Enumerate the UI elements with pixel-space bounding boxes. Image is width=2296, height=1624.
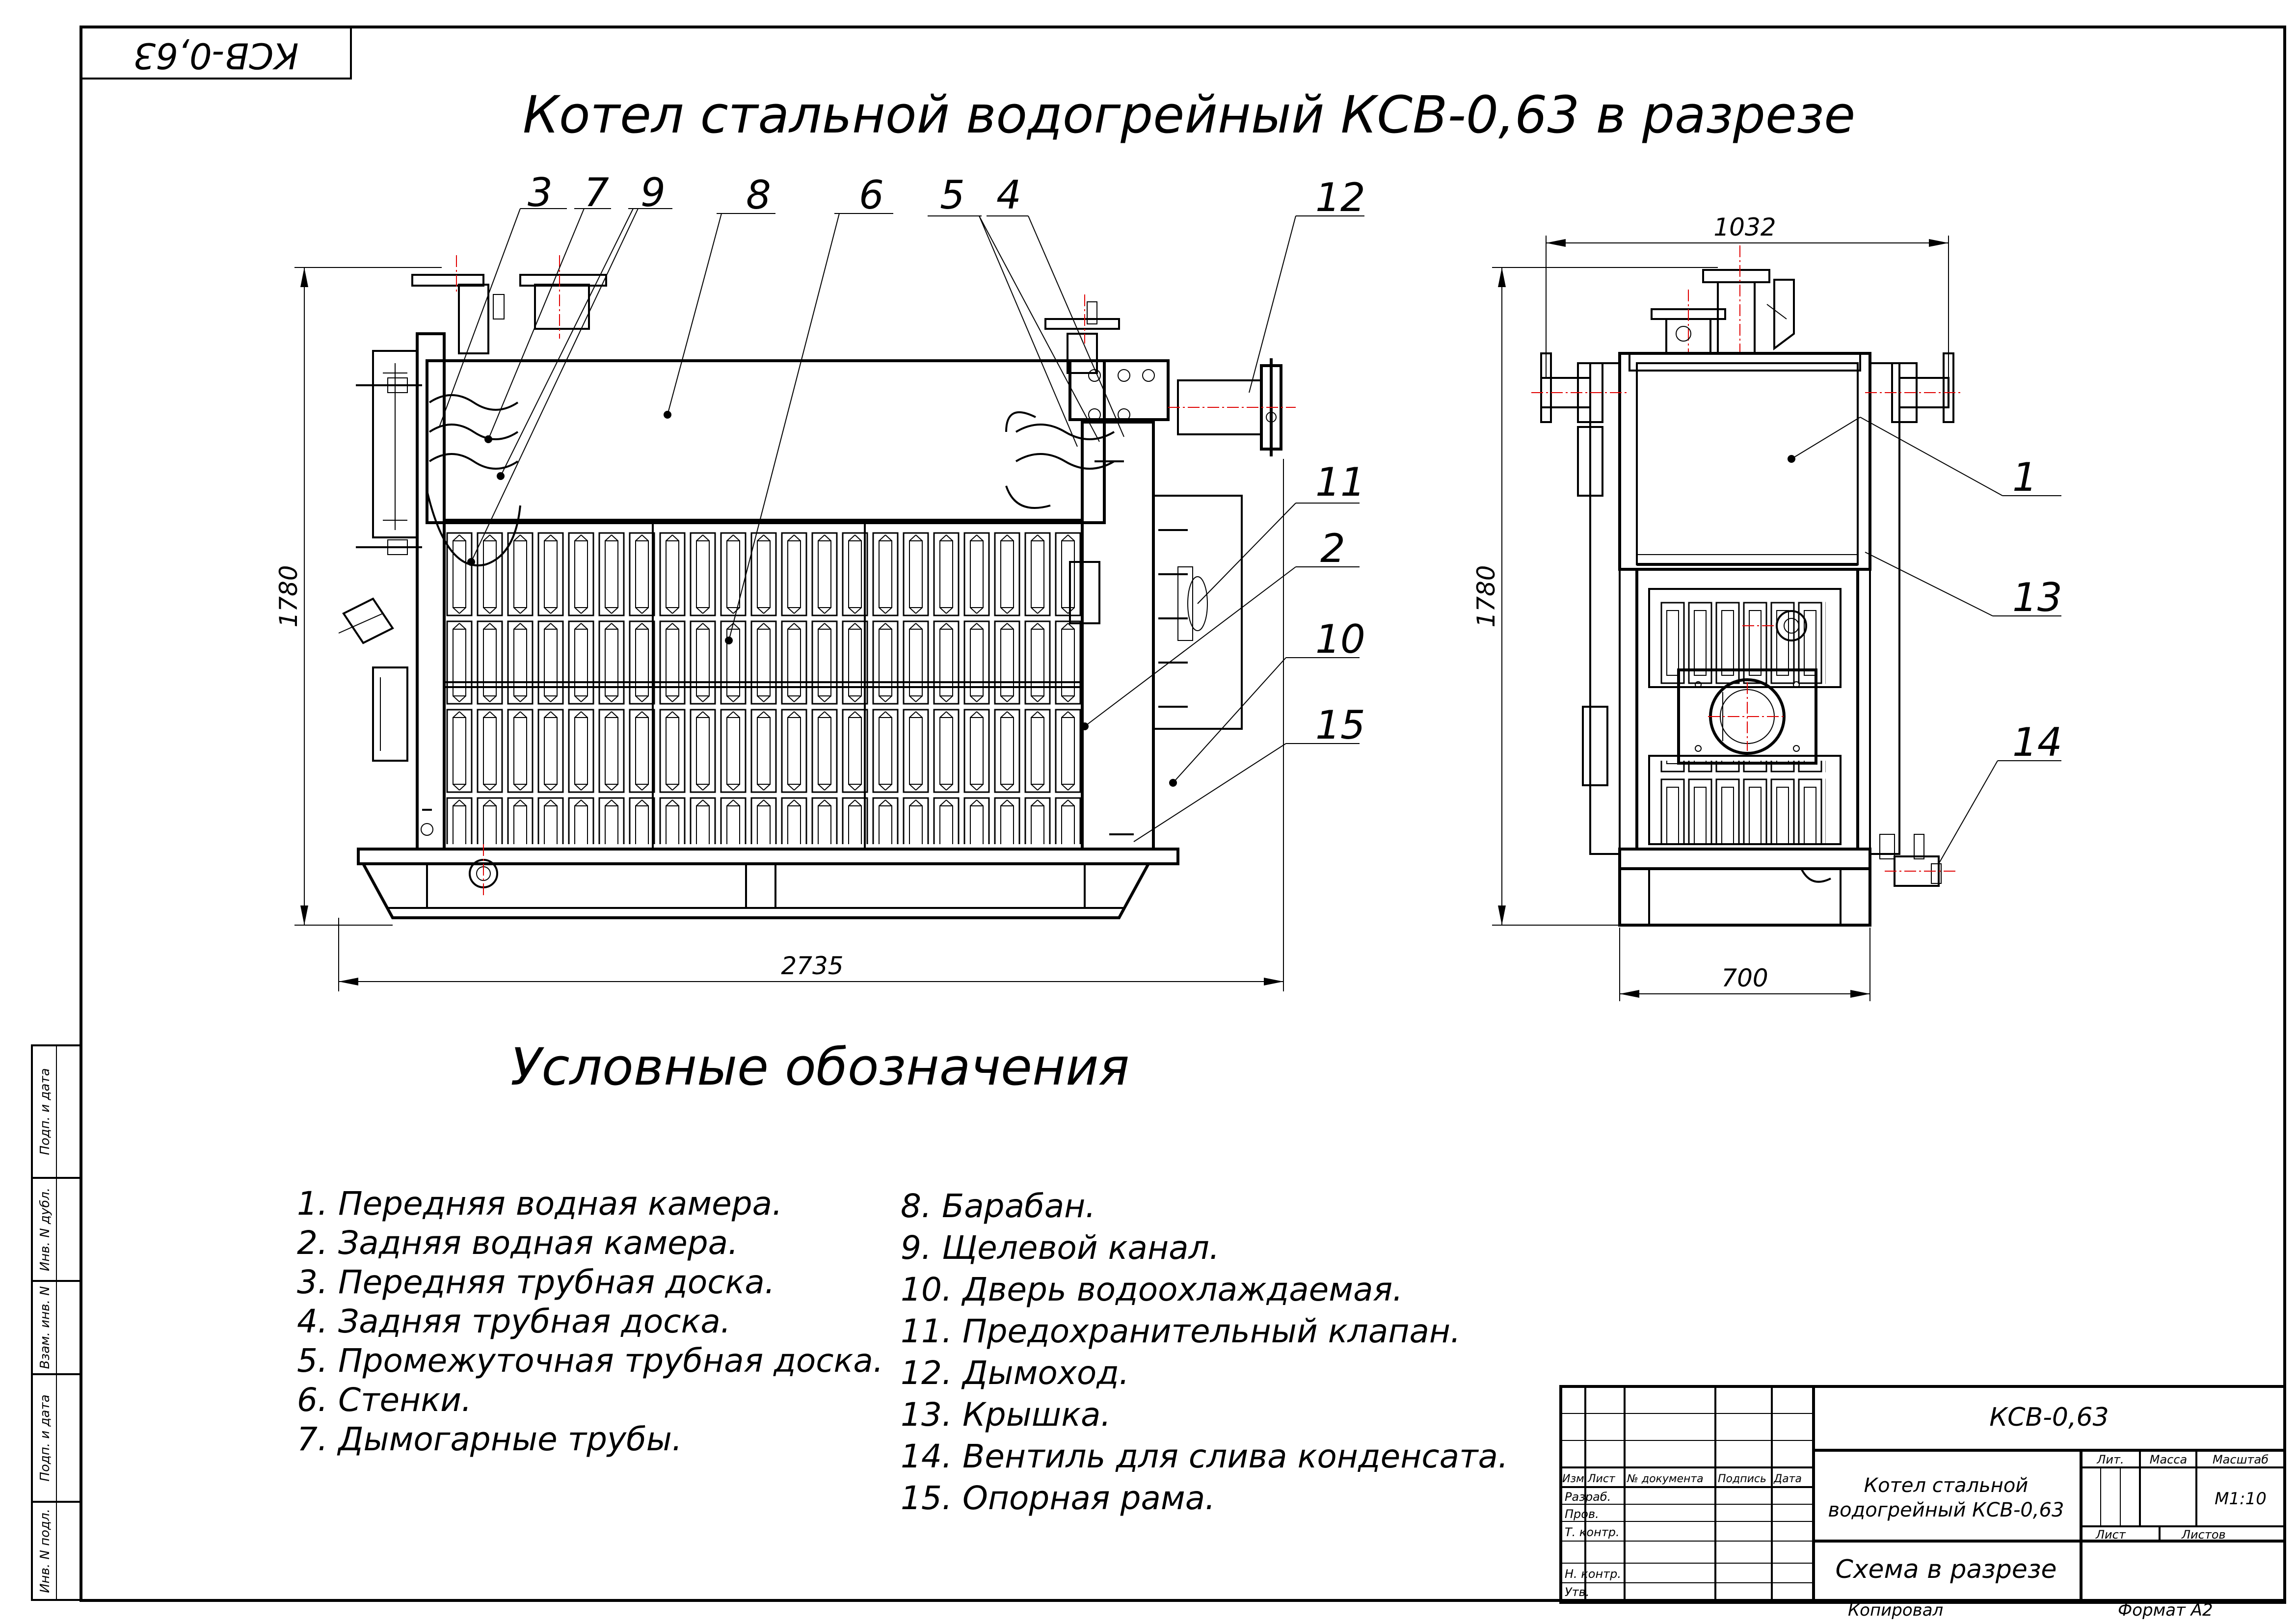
- tb-scale-value: М1:10: [2215, 1489, 2267, 1509]
- front-upper-body: [1618, 352, 1871, 571]
- tb-code: КСВ-0,63: [1989, 1403, 2109, 1432]
- callout-14: 14: [2012, 719, 2062, 765]
- legend-item: 12. Дымоход.: [901, 1354, 1129, 1392]
- legend-item: 3. Передняя трубная доска.: [297, 1263, 775, 1301]
- legend-item: 9. Щелевой канал.: [901, 1229, 1220, 1267]
- legend-item: 2. Задняя водная камера.: [297, 1224, 738, 1262]
- legend-item: 13. Крышка.: [901, 1396, 1111, 1434]
- tb-col-list: Лист: [1587, 1473, 1616, 1485]
- front-view: 1 13 14 1032 1780 700: [1472, 213, 2062, 1001]
- legend-item: 7. Дымогарные трубы.: [297, 1420, 682, 1458]
- rotated-code-box: КСВ-0,63: [80, 26, 352, 80]
- legend-item: 10. Дверь водоохлаждаемая.: [901, 1271, 1403, 1308]
- callout-6: 6: [859, 172, 884, 218]
- stamp-label-1: Подп. и дата: [38, 1068, 53, 1155]
- tb-col-date: Дата: [1773, 1473, 1802, 1485]
- tb-lit: Лит.: [2096, 1453, 2124, 1466]
- tb-name-1: Котел стальной: [1864, 1474, 2029, 1497]
- tb-sheet-title: Схема в разрезе: [1835, 1555, 2056, 1584]
- tb-scale-label: Масштаб: [2213, 1453, 2269, 1466]
- stamp-label-3: Взам. инв. N: [38, 1286, 53, 1369]
- rotated-drawing-code: КСВ-0,63: [133, 35, 298, 76]
- legend-item: 4. Задняя трубная доска.: [297, 1303, 731, 1340]
- callout-13: 13: [2012, 575, 2062, 620]
- callout-11: 11: [1315, 459, 1365, 505]
- tb-col-izm: Изм.: [1562, 1473, 1588, 1485]
- front-dim-top: 1032: [1713, 213, 1776, 241]
- legend-item: 5. Промежуточная трубная доска.: [297, 1342, 883, 1380]
- legend-item: 15. Опорная рама.: [901, 1479, 1215, 1517]
- callout-10: 10: [1315, 616, 1365, 662]
- tb-row-razrab: Разраб.: [1565, 1490, 1611, 1504]
- callout-8: 8: [746, 172, 771, 218]
- side-view: 3 7 9 8 6 5 4 12 11 2 10 15 1780 2735: [274, 170, 1365, 991]
- front-dim-bottom: 700: [1721, 964, 1768, 992]
- callout-1: 1: [2012, 454, 2037, 500]
- stamp-label-2: Инв. N дубл.: [38, 1188, 53, 1271]
- tb-sheets: Листов: [2181, 1528, 2226, 1542]
- legend-item: 14. Вентиль для слива конденсата.: [901, 1438, 1508, 1475]
- front-dim-height: 1780: [1472, 565, 1500, 627]
- callout-2: 2: [1320, 526, 1345, 571]
- callout-9: 9: [641, 170, 666, 215]
- stamp-label-5: Инв. N подл.: [38, 1509, 53, 1593]
- tb-row-tkontr: Т. контр.: [1565, 1525, 1620, 1539]
- tb-copied: Копировал: [1848, 1600, 1943, 1620]
- tb-row-utv: Утв.: [1565, 1585, 1589, 1599]
- callout-4: 4: [996, 172, 1021, 218]
- drum: [426, 359, 1106, 524]
- tb-format: Формат А2: [2118, 1600, 2213, 1620]
- legend-item: 8. Барабан.: [901, 1187, 1095, 1225]
- callout-7: 7: [584, 170, 609, 215]
- legend-item: 1. Передняя водная камера.: [297, 1185, 782, 1223]
- front-dimensions: [1492, 236, 1949, 1001]
- callout-5: 5: [940, 172, 965, 218]
- legend-title: Условные обозначения: [510, 1037, 1129, 1097]
- base-frame: [357, 848, 1179, 865]
- legend-item: 6. Стенки.: [297, 1381, 472, 1419]
- tb-mass: Масса: [2150, 1453, 2188, 1466]
- callout-3: 3: [528, 170, 553, 215]
- tb-row-prov: Пров.: [1565, 1507, 1599, 1521]
- tb-sheet: Лист: [2095, 1528, 2126, 1542]
- side-dim-height: 1780: [274, 565, 303, 627]
- side-dimensions: [294, 267, 1284, 991]
- callout-12: 12: [1315, 175, 1365, 220]
- tb-name-2: водогрейный КСВ-0,63: [1828, 1499, 2064, 1521]
- main-title: Котел стальной водогрейный КСВ-0,63 в ра…: [523, 85, 1855, 145]
- tb-row-nkontr: Н. контр.: [1565, 1567, 1621, 1581]
- legend-col-2: 8. Барабан. 9. Щелевой канал. 10. Дверь …: [901, 1187, 1508, 1517]
- title-block: КСВ-0,63 Котел стальной водогрейный КСВ-…: [1559, 1385, 2286, 1620]
- side-stamp: Подп. и дата Инв. N дубл. Взам. инв. N П…: [31, 1044, 82, 1601]
- callout-15: 15: [1315, 702, 1365, 748]
- legend-item: 11. Предохранительный клапан.: [901, 1312, 1461, 1350]
- side-callout-leaders: [439, 208, 1364, 842]
- sheet-frame: [80, 26, 2286, 1602]
- stamp-label-4: Подп. и дата: [38, 1394, 53, 1481]
- tb-col-sign: Подпись: [1718, 1473, 1766, 1485]
- side-dim-length: 2735: [781, 952, 843, 980]
- tb-col-doc: № документа: [1627, 1473, 1704, 1485]
- legend-col-1: 1. Передняя водная камера. 2. Задняя вод…: [297, 1185, 883, 1458]
